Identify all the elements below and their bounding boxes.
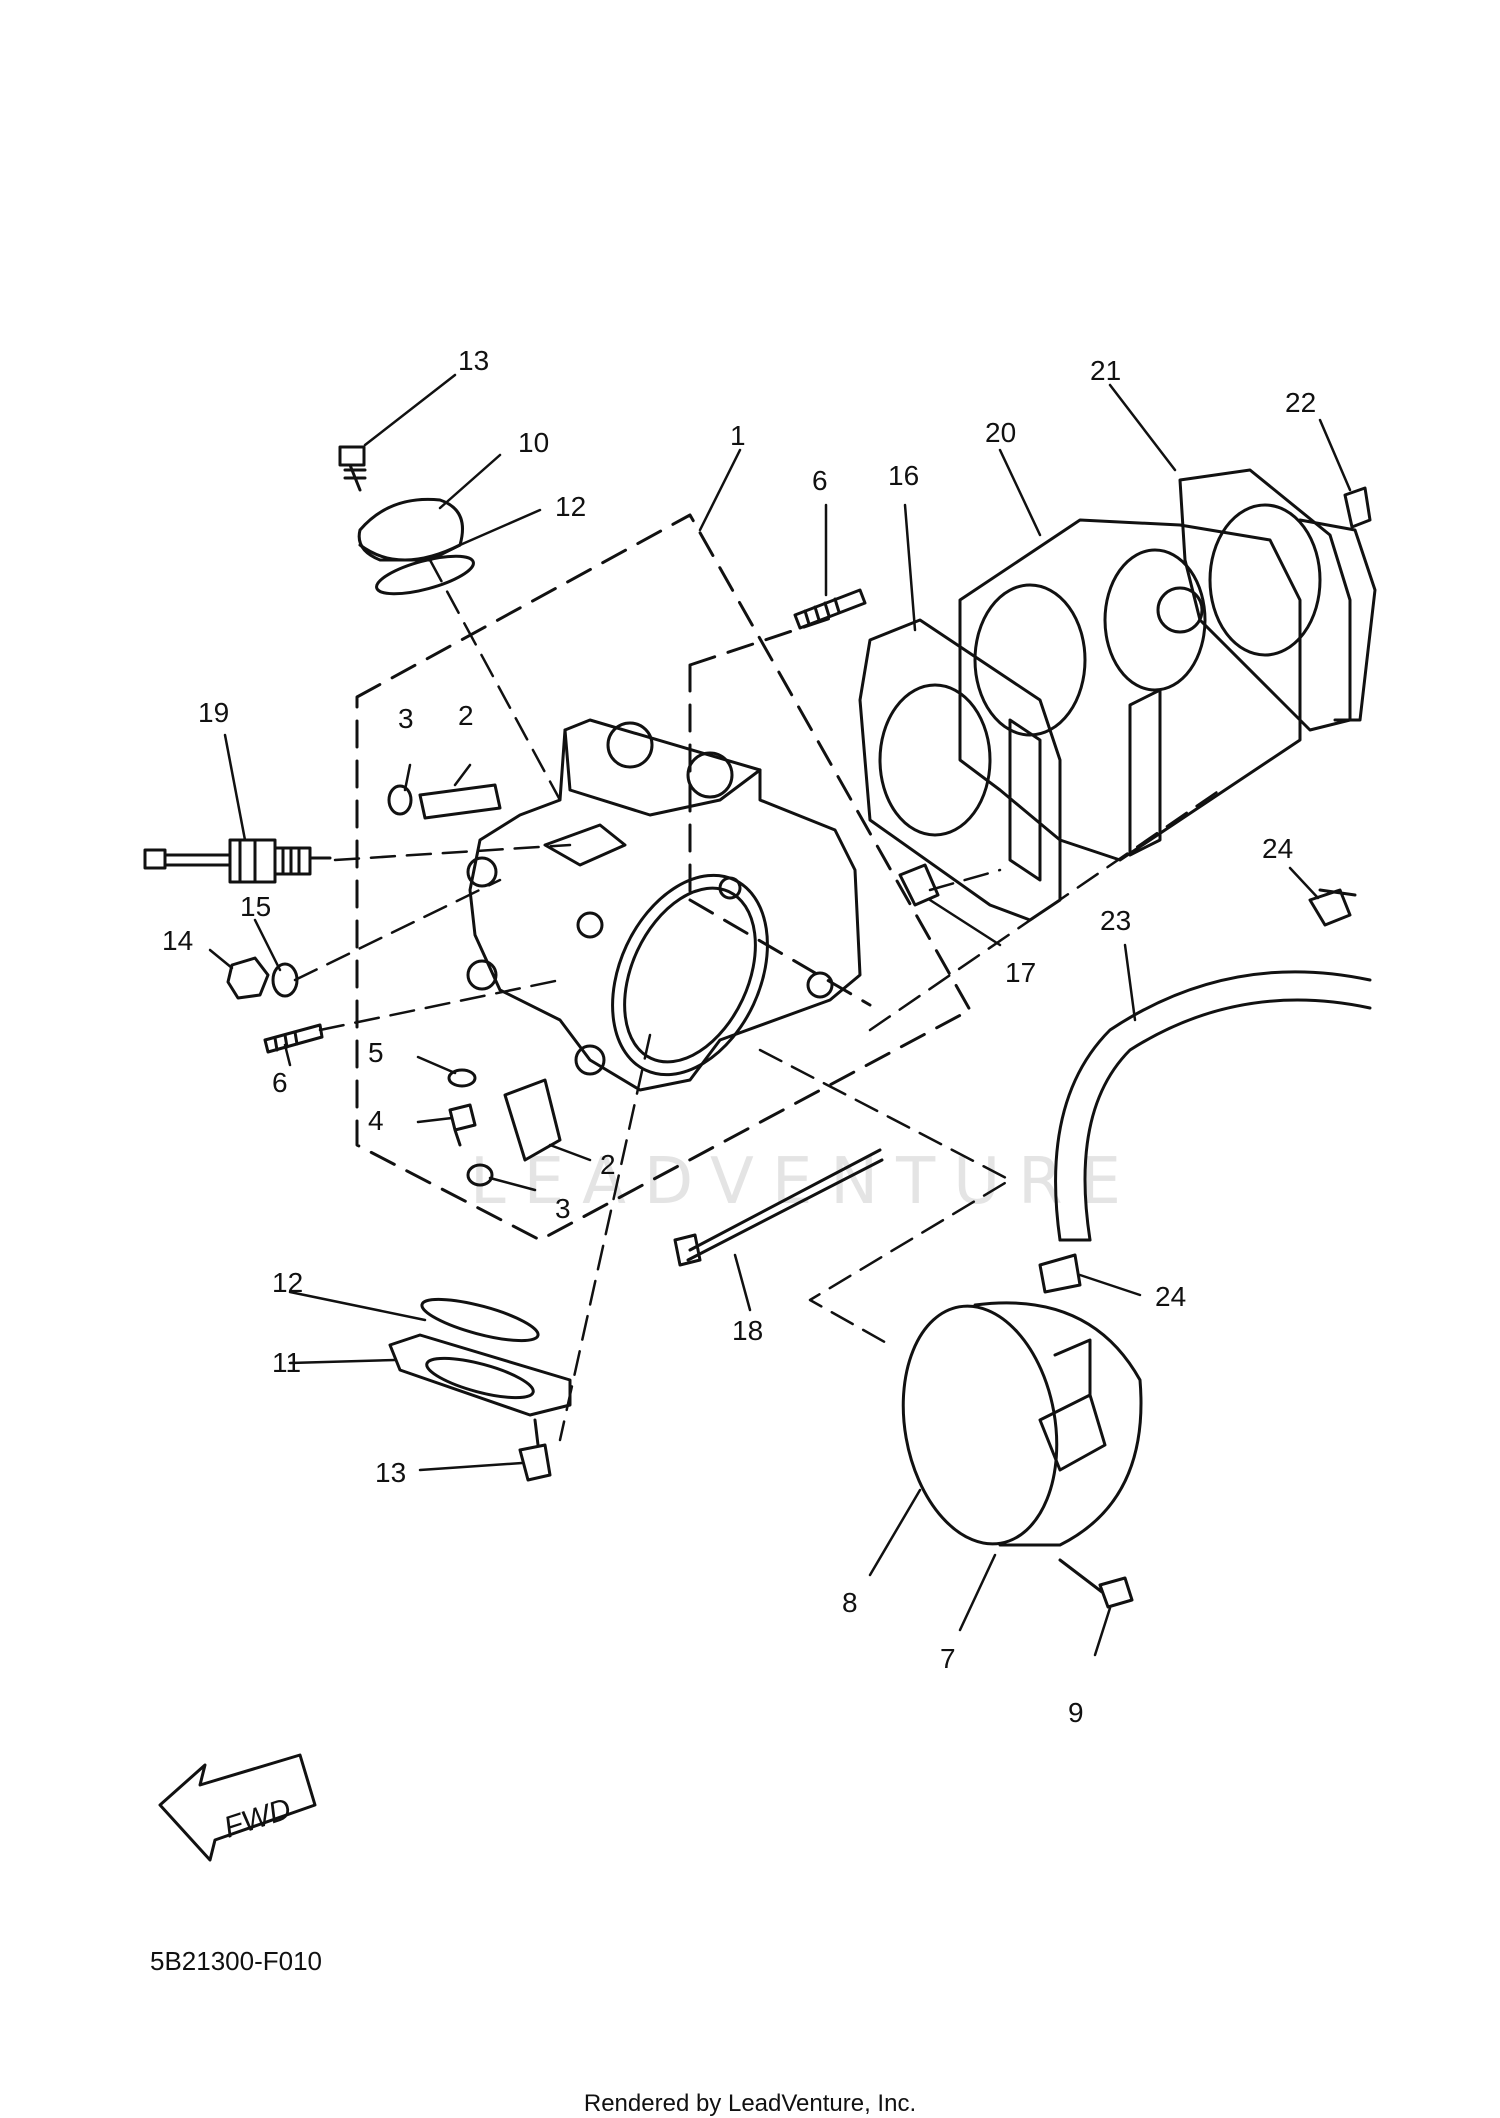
stud-lower xyxy=(263,1023,324,1054)
watermark: LEADVENTURE xyxy=(470,1145,1139,1219)
washer-15 xyxy=(271,962,299,998)
callout-3b: 3 xyxy=(555,1193,571,1224)
fwd-label: FWD xyxy=(220,1792,295,1844)
callout-2a: 2 xyxy=(458,700,474,731)
callout-3a: 3 xyxy=(398,703,414,734)
screw-4 xyxy=(448,1103,477,1147)
callout-22: 22 xyxy=(1285,387,1316,418)
o-ring-upper xyxy=(387,784,413,816)
callout-16: 16 xyxy=(888,460,919,491)
callout-10: 10 xyxy=(518,427,549,458)
clamp-lower xyxy=(1038,1253,1082,1294)
cylinder-head xyxy=(466,718,862,1092)
washer-5 xyxy=(447,1068,477,1088)
callout-17: 17 xyxy=(1005,957,1036,988)
drawing-number: 5B21300-F010 xyxy=(150,1946,323,1976)
callout-1: 1 xyxy=(730,420,746,451)
callout-5: 5 xyxy=(368,1037,384,1068)
dowel-22 xyxy=(1343,486,1372,529)
gasket-lower xyxy=(420,1297,540,1343)
callout-19: 19 xyxy=(198,697,229,728)
hose-outline xyxy=(1083,998,1372,1242)
callout-23: 23 xyxy=(1100,905,1131,936)
callout-4: 4 xyxy=(368,1105,384,1136)
head-gasket xyxy=(1178,468,1377,732)
bolt-upper xyxy=(338,445,367,492)
clamp-upper xyxy=(1308,888,1357,927)
footer-credit: Rendered by LeadVenture, Inc. xyxy=(583,2090,917,2117)
callout-18: 18 xyxy=(732,1315,763,1346)
callout-12a: 12 xyxy=(555,491,586,522)
dowel-17 xyxy=(898,863,940,907)
spark-plug xyxy=(143,838,332,884)
bolt-9 xyxy=(1058,1558,1134,1609)
dashed-assembly-frame xyxy=(355,513,972,1242)
bolt-lower xyxy=(518,1418,552,1482)
callout-14: 14 xyxy=(162,925,193,956)
pin-upper xyxy=(418,783,502,820)
pin-lower xyxy=(503,1078,562,1162)
callout-15: 15 xyxy=(240,891,271,922)
stud-upper xyxy=(793,588,867,630)
cylinder-block xyxy=(958,518,1302,862)
callout-6a: 6 xyxy=(812,465,828,496)
callout-12b: 12 xyxy=(272,1267,303,1298)
fwd-arrow xyxy=(158,1753,317,1862)
leader-lines xyxy=(208,373,1352,1657)
callout-8: 8 xyxy=(842,1587,858,1618)
callout-6b: 6 xyxy=(272,1067,288,1098)
callout-13a: 13 xyxy=(458,345,489,376)
callout-21: 21 xyxy=(1090,355,1121,386)
dashed-centerlines xyxy=(293,558,1222,1442)
cover-lower xyxy=(388,1333,572,1417)
nut-14 xyxy=(226,956,270,1000)
o-ring-lower xyxy=(466,1163,494,1187)
cylinder-gasket xyxy=(858,618,1062,922)
callout-9: 9 xyxy=(1068,1697,1084,1728)
callout-20: 20 xyxy=(985,417,1016,448)
long-bolt xyxy=(686,1148,884,1262)
callout-24a: 24 xyxy=(1262,833,1293,864)
callout-13b: 13 xyxy=(375,1457,406,1488)
cover-side xyxy=(901,1301,1143,1547)
callout-24b: 24 xyxy=(1155,1281,1186,1312)
callout-2b: 2 xyxy=(600,1149,616,1180)
hose xyxy=(1054,970,1372,1242)
cover-upper xyxy=(357,497,475,596)
callout-11: 11 xyxy=(272,1347,301,1378)
callout-7: 7 xyxy=(940,1643,956,1674)
